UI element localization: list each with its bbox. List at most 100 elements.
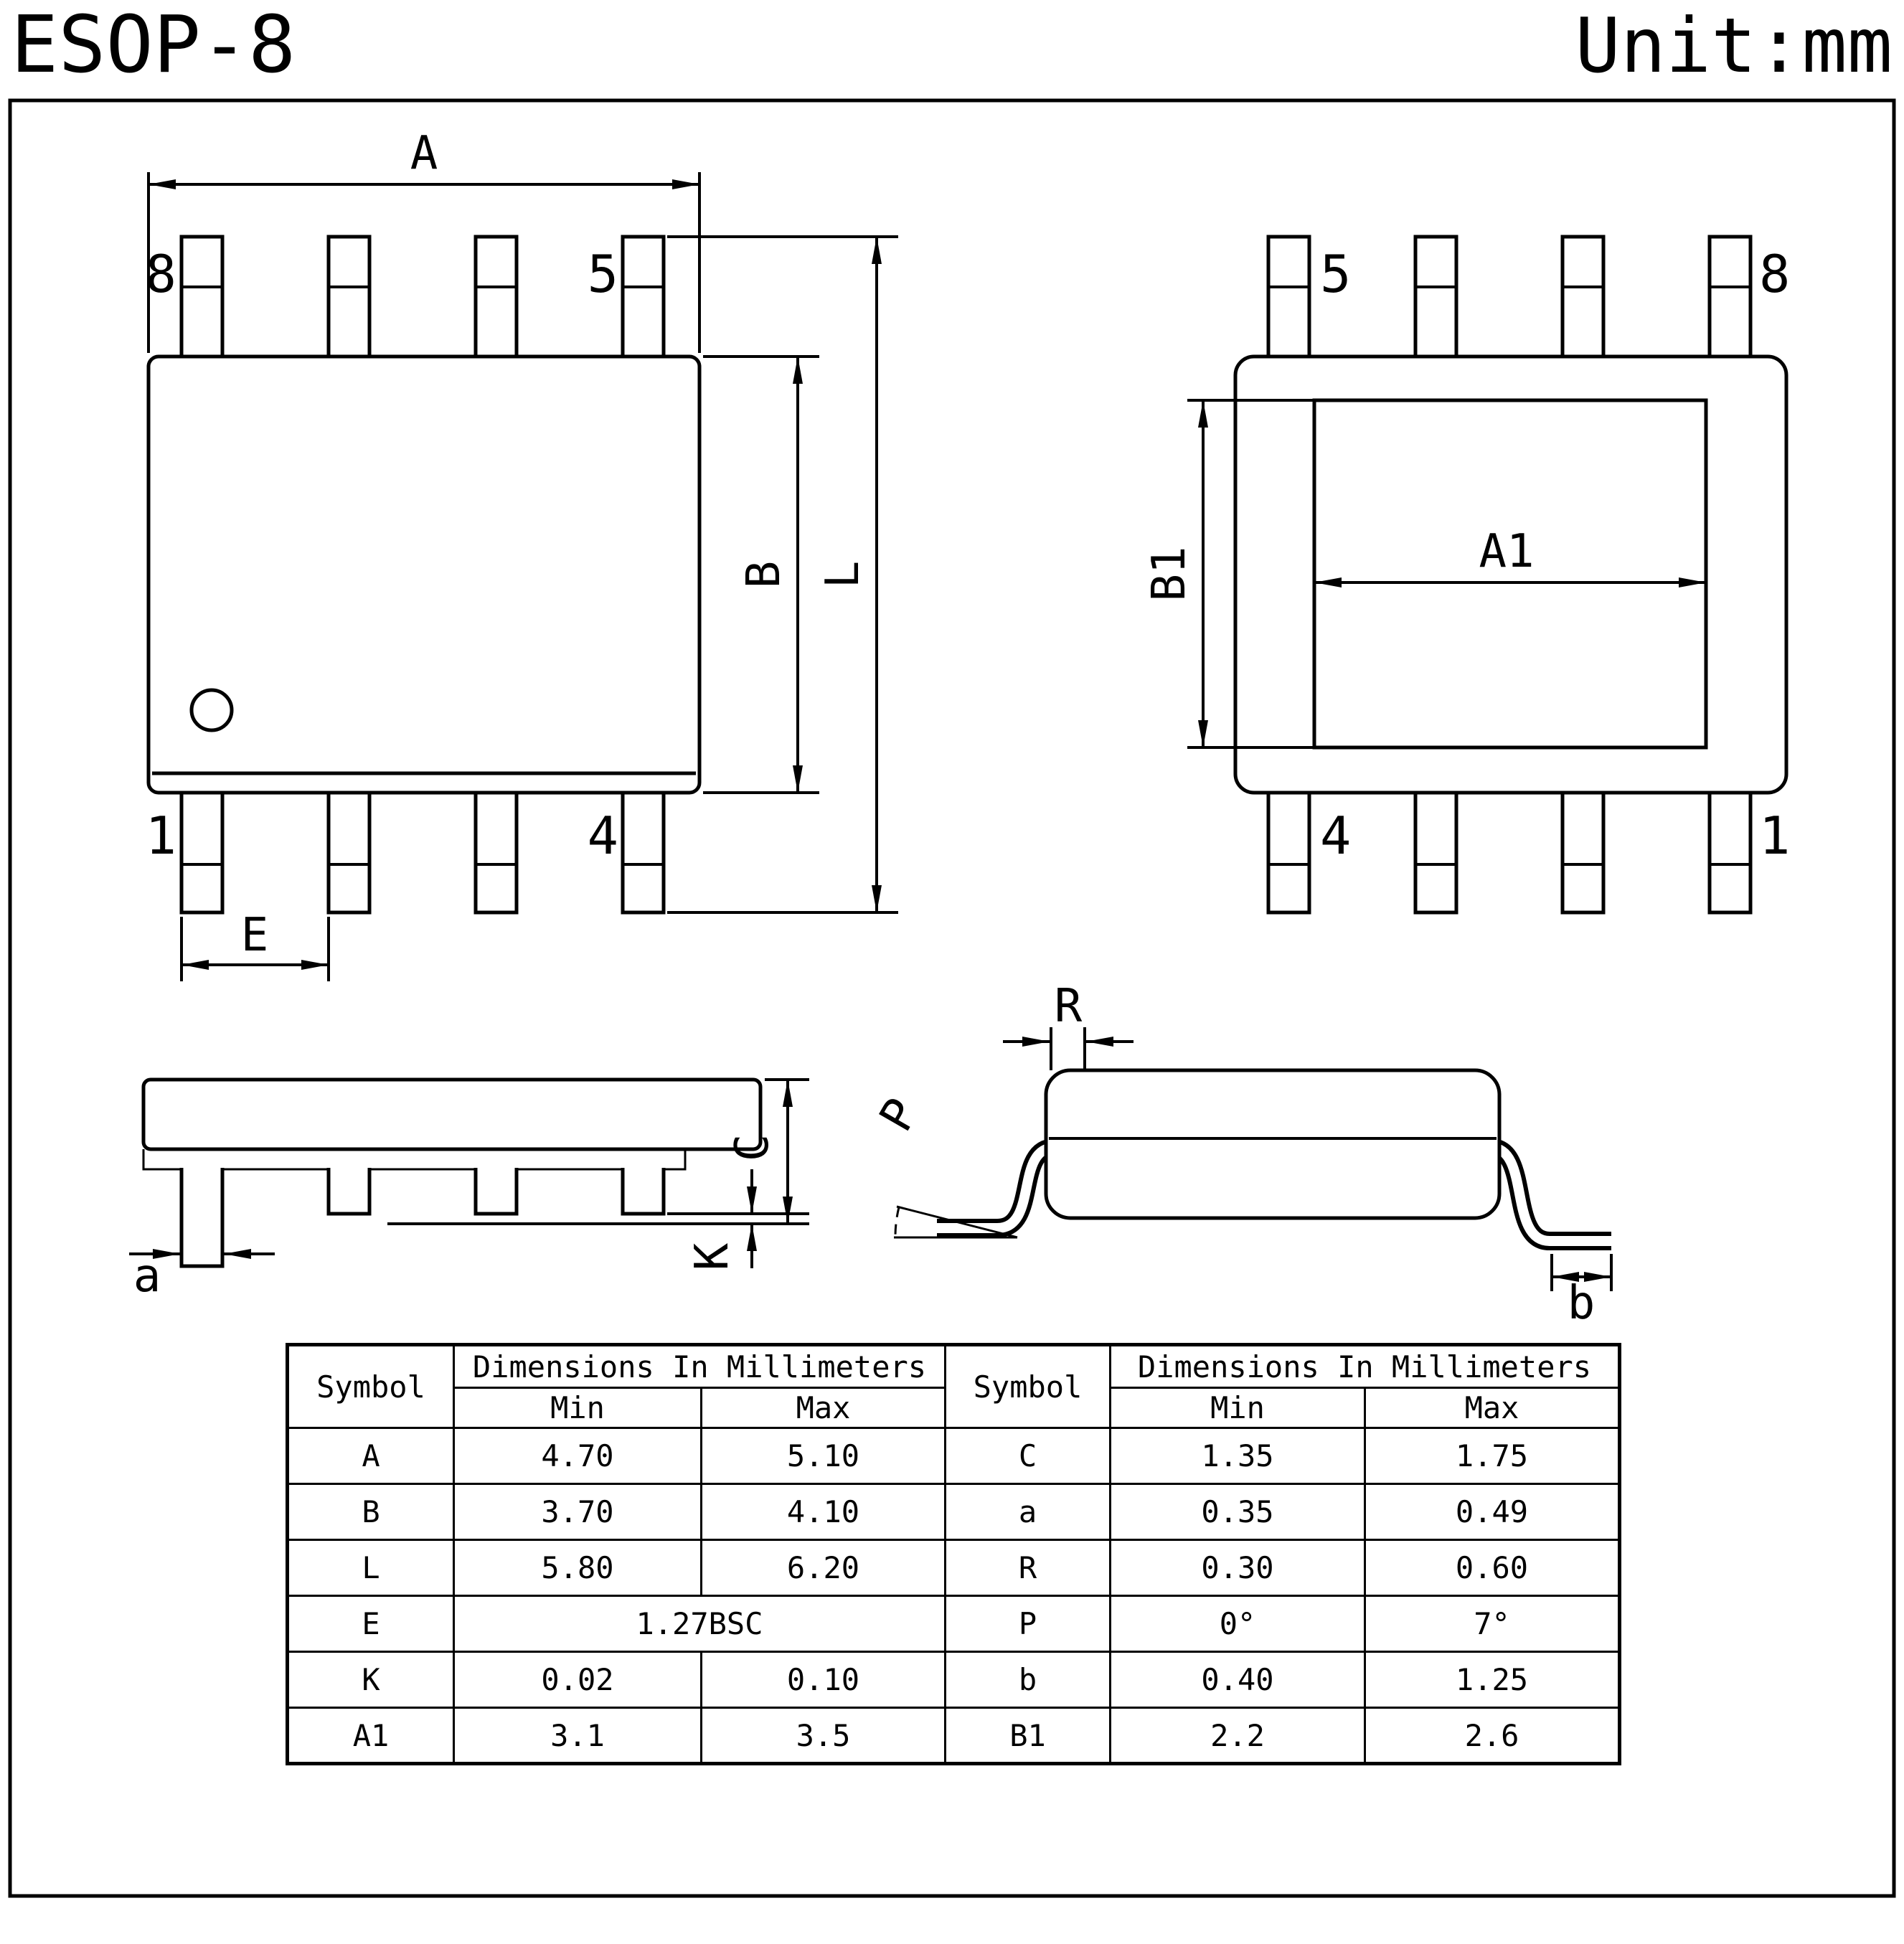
pin <box>473 1168 519 1216</box>
dim-label-C: C <box>726 1134 779 1162</box>
exposed-pad <box>1312 398 1708 750</box>
pin <box>621 235 666 358</box>
dim-label-A: A <box>410 127 438 180</box>
pin <box>1266 791 1311 915</box>
max-cell: 4.10 <box>700 1483 946 1541</box>
pin <box>1707 235 1753 358</box>
max-cell: 6.20 <box>700 1539 946 1597</box>
pin <box>179 1168 225 1268</box>
table-row: A1 3.1 3.5 B1 2.2 2.6 <box>286 1707 1621 1765</box>
pin <box>1560 791 1606 915</box>
pin <box>1413 235 1458 358</box>
profile-view: R P b <box>869 980 1613 1330</box>
max-cell: 0.10 <box>700 1651 946 1709</box>
min-cell: 0.30 <box>1109 1539 1366 1597</box>
sym-cell: P <box>944 1595 1111 1653</box>
package-body <box>146 354 702 795</box>
leadframe-strip <box>142 1149 687 1171</box>
package-body <box>1233 354 1788 795</box>
pin <box>326 791 372 915</box>
sym-cell: C <box>944 1427 1111 1485</box>
min-header: Min <box>1109 1387 1366 1429</box>
min-header: Min <box>453 1387 702 1429</box>
pin <box>1266 235 1311 358</box>
top-view: 8 5 1 4 A B L E <box>146 127 898 981</box>
pin <box>621 791 666 915</box>
angle-line <box>896 1205 1018 1239</box>
table-row: B 3.70 4.10 a 0.35 0.49 <box>286 1483 1621 1541</box>
pin-number: 4 <box>1320 806 1351 866</box>
max-cell: 0.49 <box>1364 1483 1621 1541</box>
sym-cell: B1 <box>944 1707 1111 1765</box>
symbol-header: Symbol <box>286 1344 455 1429</box>
bottom-view: 5 8 4 1 B1 A1 <box>1143 235 1790 915</box>
sym-cell: E <box>286 1595 455 1653</box>
pin <box>179 791 225 915</box>
dim-label-E: E <box>241 909 269 962</box>
dim-label-A1: A1 <box>1479 525 1534 578</box>
dimensions-table-wrapper: Symbol Dimensions In Millimeters Symbol … <box>286 1343 1621 1765</box>
pin <box>1560 235 1606 358</box>
symbol-header: Symbol <box>944 1344 1111 1429</box>
pin-number: 8 <box>146 244 176 304</box>
drawing-border <box>8 98 1896 1898</box>
side-view: a C K <box>129 1077 809 1303</box>
max-header: Max <box>700 1387 946 1429</box>
pin <box>326 1168 372 1216</box>
max-cell: 1.75 <box>1364 1427 1621 1485</box>
angle-arc <box>894 1207 900 1238</box>
dim-label-B1: B1 <box>1143 546 1196 601</box>
sym-cell: b <box>944 1651 1111 1709</box>
sym-cell: A <box>286 1427 455 1485</box>
pin1-indicator <box>189 688 234 732</box>
min-cell: 0.02 <box>453 1651 702 1709</box>
max-header: Max <box>1364 1387 1621 1429</box>
min-cell: 3.1 <box>453 1707 702 1765</box>
max-cell: 3.5 <box>700 1707 946 1765</box>
max-cell: 0.60 <box>1364 1539 1621 1597</box>
dim-label-b: b <box>1568 1277 1596 1330</box>
sym-cell: R <box>944 1539 1111 1597</box>
min-cell: 1.35 <box>1109 1427 1366 1485</box>
max-cell: 1.25 <box>1364 1651 1621 1709</box>
lead-left-core <box>937 1143 1055 1233</box>
pin <box>1707 791 1753 915</box>
pin <box>473 791 519 915</box>
lead-right-core <box>1490 1143 1611 1246</box>
sym-cell: a <box>944 1483 1111 1541</box>
pin <box>326 235 372 358</box>
table-row: K 0.02 0.10 b 0.40 1.25 <box>286 1651 1621 1709</box>
sym-cell: K <box>286 1651 455 1709</box>
dim-label-a: a <box>133 1250 161 1303</box>
min-cell: 0.35 <box>1109 1483 1366 1541</box>
body-profile <box>1044 1068 1502 1220</box>
dims-header: Dimensions In Millimeters <box>453 1344 946 1389</box>
dims-header: Dimensions In Millimeters <box>1109 1344 1621 1389</box>
page-title: ESOP-8 <box>11 0 296 90</box>
pin <box>473 235 519 358</box>
sym-cell: L <box>286 1539 455 1597</box>
pin <box>1413 791 1458 915</box>
table-row: L 5.80 6.20 R 0.30 0.60 <box>286 1539 1621 1597</box>
pin-number: 4 <box>588 806 618 866</box>
sym-cell: B <box>286 1483 455 1541</box>
dim-label-P: P <box>869 1090 929 1140</box>
unit-label: Unit:mm <box>1575 2 1893 90</box>
min-cell: 3.70 <box>453 1483 702 1541</box>
pin-number: 5 <box>1320 244 1351 304</box>
sym-cell: A1 <box>286 1707 455 1765</box>
pin-number: 1 <box>146 806 176 866</box>
min-cell: 4.70 <box>453 1427 702 1485</box>
table-row: E 1.27BSC P 0° 7° <box>286 1595 1621 1653</box>
dim-label-B: B <box>737 561 791 589</box>
dimensions-table: Symbol Dimensions In Millimeters Symbol … <box>286 1343 1621 1765</box>
table-row: A 4.70 5.10 C 1.35 1.75 <box>286 1427 1621 1485</box>
pin <box>621 1168 666 1216</box>
pin <box>179 235 225 358</box>
dim-label-R: R <box>1055 980 1083 1033</box>
body-side <box>141 1077 763 1151</box>
span-cell: 1.27BSC <box>453 1595 946 1653</box>
pin-number: 5 <box>588 244 618 304</box>
